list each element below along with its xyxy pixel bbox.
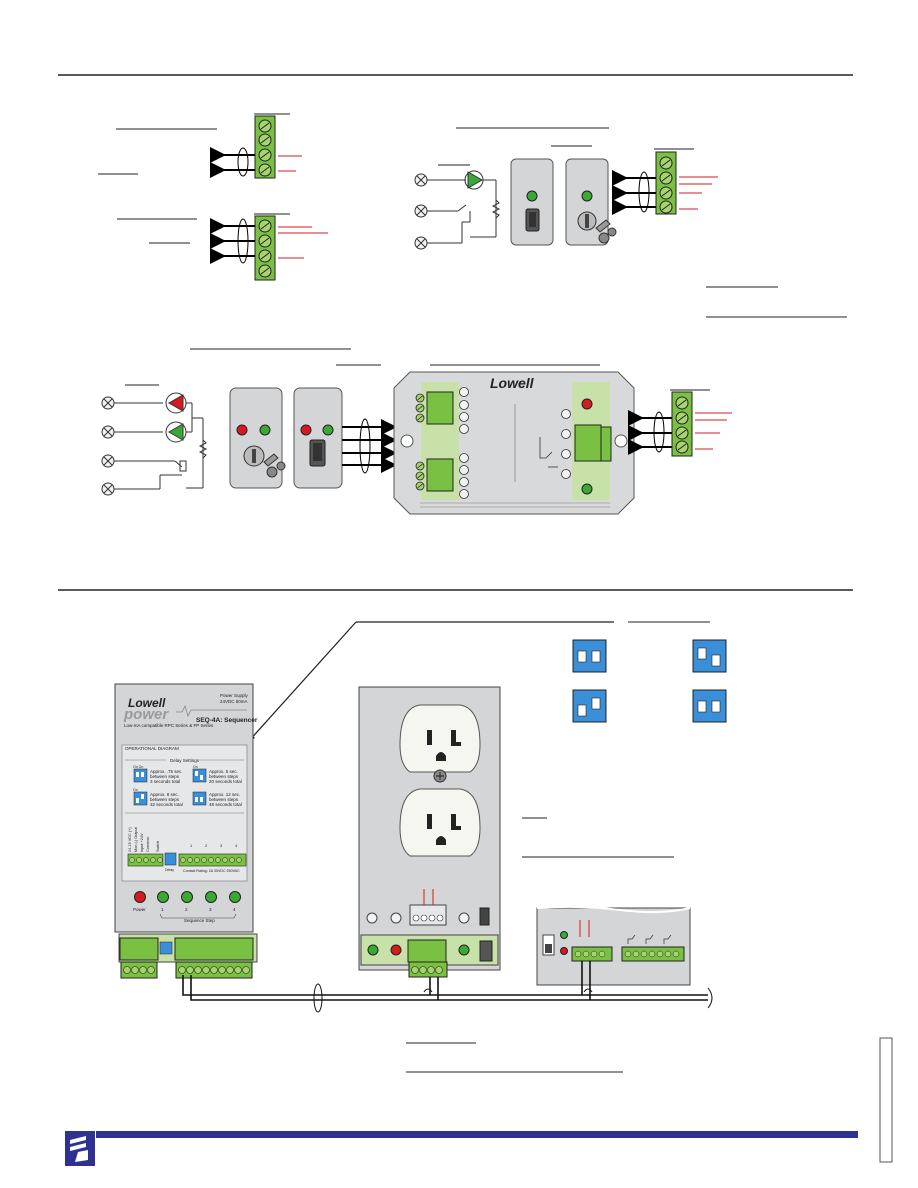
contact-rating: Contact Rating: 2A 30VDC 250VAC <box>183 869 240 873</box>
module-tagline: Low-mA compatible RPC Series & FP Series <box>124 723 214 728</box>
module-model: SEQ-4A: Sequencer <box>196 717 258 724</box>
operational-diagram-title: OPERATIONAL DIAGRAM <box>125 746 179 751</box>
delay-settings-title: Delay Settings <box>170 758 200 763</box>
step-3-label: 3 <box>209 907 212 912</box>
term-label-4: Common <box>146 837 150 852</box>
module-logo: Lowell <box>128 696 166 710</box>
lowell-footer-logo-icon <box>65 1131 95 1166</box>
delay-1-line2: between steps <box>150 774 180 779</box>
terminal-block-c <box>628 389 732 457</box>
delay-4-line3: 48 seconds total <box>209 802 242 807</box>
step-4-led <box>229 891 241 903</box>
delay-1-tag: On On <box>133 765 143 769</box>
module-power-word: power <box>123 706 169 723</box>
remote-panel-single <box>414 127 847 318</box>
duplex-outlet-icon <box>358 686 501 978</box>
interface-board: Lowell <box>393 371 635 515</box>
key-switch-icon[interactable] <box>577 211 617 244</box>
callout-leader <box>247 621 357 743</box>
delay-2-line2: between steps <box>209 774 239 779</box>
terminal-block-a <box>98 113 302 179</box>
terminal-block-b <box>117 213 328 281</box>
relay-step-1: 1 <box>190 843 193 848</box>
relay-subpanel <box>522 817 691 986</box>
sequence-step-label: Sequence Step <box>184 918 215 923</box>
term-label-3: Input +24V <box>140 833 144 852</box>
delay-2-line3: 20 seconds total <box>209 779 242 784</box>
delay-3-line2: between steps <box>150 797 180 802</box>
step-3-led <box>205 891 217 903</box>
sequencer-module: Lowell power Low-mA compatible RPC Serie… <box>114 683 258 979</box>
power-led-label: Power <box>133 907 146 912</box>
relay-step-2: 2 <box>205 843 208 848</box>
delay-1-line1: Approx. .75 sec. <box>150 769 183 774</box>
delay-3-tag: On <box>133 788 138 792</box>
step-2-label: 2 <box>185 907 188 912</box>
interface-logo: Lowell <box>490 375 535 391</box>
relay-step-3: 3 <box>220 843 223 848</box>
step-2-led <box>181 891 193 903</box>
delay-4-line1: Approx. 12 sec. <box>209 792 240 797</box>
term-label-2: Mon (-) Output <box>134 826 138 852</box>
delay-2-tag: On <box>193 765 198 769</box>
relay-step-4: 4 <box>235 843 238 848</box>
delay-3-line1: Approx. 8 sec. <box>150 792 179 797</box>
delay-2-line1: Approx. 5 sec. <box>209 769 238 774</box>
delay-3-line3: 32 seconds total <box>150 802 183 807</box>
delay-1-line3: 3 seconds total <box>150 779 180 784</box>
step-1-label: 1 <box>161 907 164 912</box>
footer-bar <box>65 1131 858 1166</box>
step-1-led <box>157 891 169 903</box>
dip-switch-key <box>572 639 727 723</box>
step-4-label: 4 <box>233 907 236 912</box>
term-label-1: 24-15 VDC (+) <box>128 827 132 852</box>
switch-label: Switch <box>156 841 160 852</box>
module-power-supply-2: 24VDC 50mA <box>220 699 248 704</box>
page-edge-tab <box>879 1037 893 1163</box>
delay-4-line2: between steps <box>209 797 239 802</box>
power-led <box>134 891 146 903</box>
module-power-supply-1: Power Supply <box>220 693 249 698</box>
remote-panel-dual <box>101 348 600 496</box>
control-cable <box>182 961 713 1013</box>
delay-label: Delay <box>165 868 174 872</box>
